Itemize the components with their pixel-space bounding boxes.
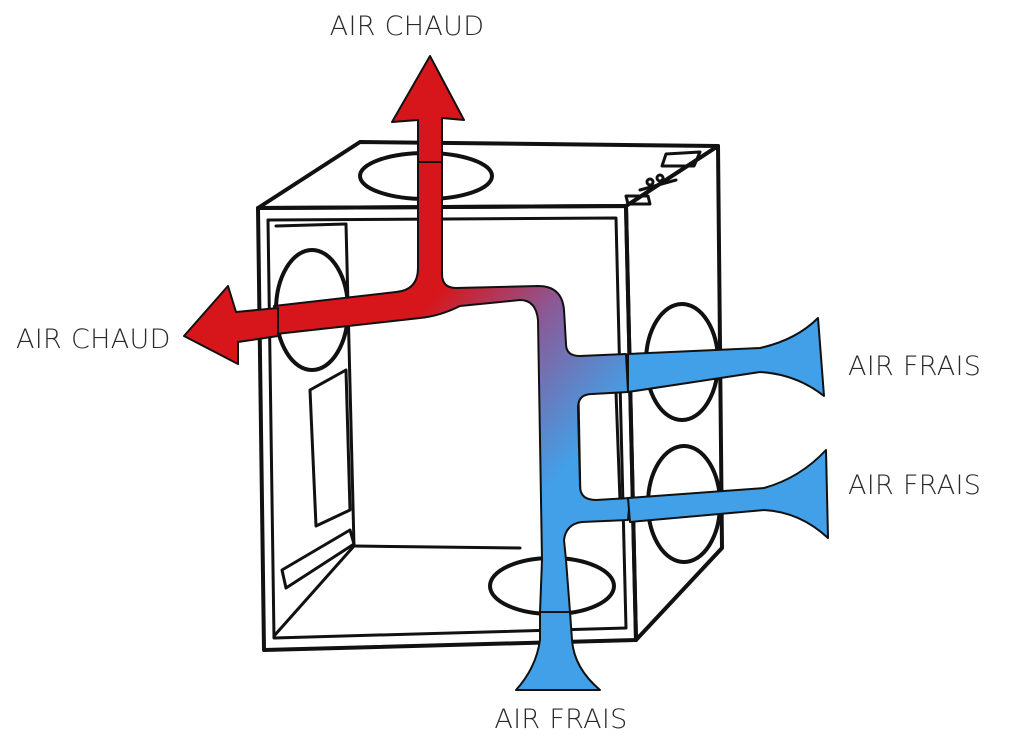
led-dot xyxy=(645,177,655,187)
bottom-cool-intake xyxy=(515,611,601,691)
side-panel-opening xyxy=(308,368,352,528)
label-bottom-cool-air: AIR FRAIS xyxy=(494,704,627,735)
label-right-upper-cool-air: AIR FRAIS xyxy=(848,351,981,382)
internal-airflow-channel xyxy=(273,159,631,613)
airflow-paths xyxy=(183,55,829,691)
label-left-hot-air: AIR CHAUD xyxy=(16,324,171,355)
right-lower-cool-intake xyxy=(627,449,829,539)
label-top-hot-air: AIR CHAUD xyxy=(330,11,485,42)
interior-floor-line xyxy=(352,544,522,550)
right-upper-cool-intake xyxy=(627,317,825,397)
interior-back-wall xyxy=(272,222,356,638)
interior-left-inner-edge xyxy=(274,222,348,228)
computer-case xyxy=(256,140,724,652)
interior-plate xyxy=(576,390,622,504)
top-hot-arrow xyxy=(391,55,465,163)
label-right-lower-cool-air: AIR FRAIS xyxy=(848,470,981,501)
led-dot-2 xyxy=(655,173,665,183)
front-panel-slot xyxy=(660,150,702,168)
side-panel-lower xyxy=(280,528,356,590)
case-front-frame xyxy=(256,204,638,652)
case-right-side xyxy=(624,144,724,642)
case-front-inner-frame xyxy=(266,216,628,640)
left-hot-arrow xyxy=(183,285,279,365)
